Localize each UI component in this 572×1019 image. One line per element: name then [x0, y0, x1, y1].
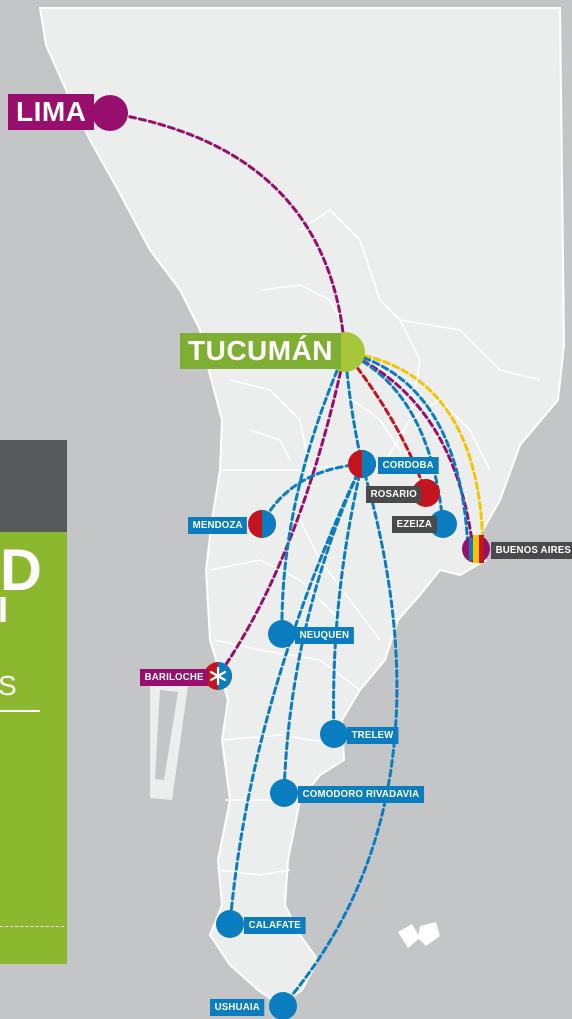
buenos-aires-marker[interactable]	[462, 535, 490, 563]
bariloche-marker[interactable]	[204, 662, 232, 690]
route-tucuman-neuquen	[280, 350, 347, 636]
island-inner	[155, 690, 178, 780]
comodoro-rivadavia-marker[interactable]	[270, 779, 298, 807]
neuquen-marker[interactable]	[268, 620, 296, 648]
comodoro-rivadavia-label[interactable]: COMODORO RIVADAVIA	[298, 786, 424, 803]
panel-divider	[0, 710, 40, 712]
trelew-marker[interactable]	[320, 720, 348, 748]
panel-letter-top: D	[0, 538, 42, 603]
buenos-aires-label[interactable]: BUENOS AIRES	[491, 542, 572, 559]
rosario-label[interactable]: ROSARIO	[366, 486, 422, 503]
ezeiza-label[interactable]: EZEIZA	[392, 516, 437, 533]
route-cordoba-comodoro	[282, 462, 364, 795]
route-tucuman-buenos-aires-yellow	[343, 350, 485, 551]
tucuman-label[interactable]: TUCUMÁN	[180, 333, 342, 369]
ushuaia-label[interactable]: USHUAIA	[210, 999, 265, 1016]
bariloche-label[interactable]: BARILOCHE	[140, 669, 209, 686]
islands-east	[398, 922, 440, 948]
route-cordoba-ushuaia	[281, 462, 399, 1008]
cordoba-label[interactable]: CORDOBA	[378, 457, 439, 474]
route-tucuman-buenos-aires-blue	[343, 350, 470, 551]
snowflake-icon	[209, 666, 227, 686]
cordoba-marker[interactable]	[348, 450, 376, 478]
neuquen-label[interactable]: NEUQUEN	[295, 627, 354, 644]
side-panel: D I S	[0, 532, 67, 964]
lima-marker[interactable]	[92, 95, 128, 131]
route-cordoba-calafate	[228, 462, 364, 926]
route-tucuman-bariloche	[216, 350, 347, 678]
trelew-label[interactable]: TRELEW	[347, 727, 399, 744]
ushuaia-marker[interactable]	[269, 992, 297, 1019]
route-cordoba-trelew	[332, 462, 364, 736]
panel-letter-small: S	[0, 670, 17, 701]
mendoza-marker[interactable]	[248, 510, 276, 538]
lima-label[interactable]: LIMA	[8, 94, 95, 130]
route-lima-tucuman	[108, 111, 347, 354]
panel-letter-mid: I	[0, 589, 9, 630]
province-borders	[209, 208, 541, 876]
side-panel-header	[0, 440, 67, 532]
panel-dashed-line	[0, 926, 64, 927]
calafate-label[interactable]: CALAFATE	[244, 917, 306, 934]
calafate-marker[interactable]	[216, 910, 244, 938]
mendoza-label[interactable]: MENDOZA	[188, 517, 248, 534]
